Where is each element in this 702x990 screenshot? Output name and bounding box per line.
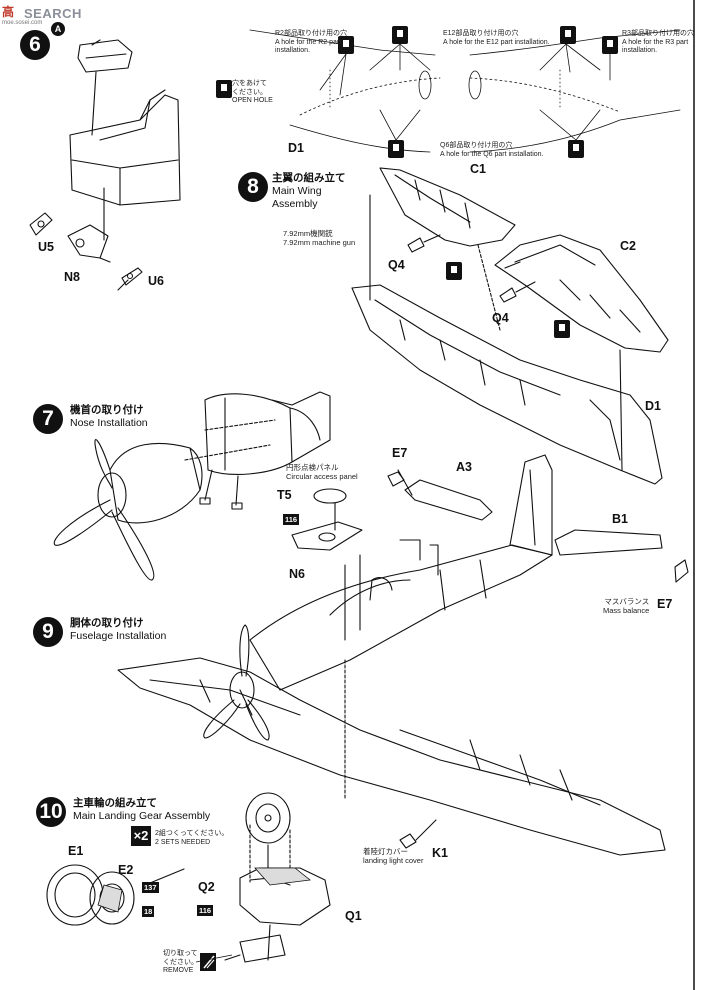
part-c2: C2 (620, 239, 636, 253)
part-c1: C1 (470, 162, 486, 176)
landing-light-en: landing light cover (363, 855, 424, 865)
open-hole-note: 穴をあけて ください。 OPEN HOLE (232, 80, 273, 104)
landing-light-label: 着陸灯カバー landing light cover (363, 847, 424, 865)
r3-hole-note: R3部品取り付け用の穴 A hole for the R3 part insta… (622, 30, 694, 54)
sets-needed-note: 2組つくってください。 2 SETS NEEDED (155, 830, 229, 846)
quantity-badge: ×2 (131, 826, 151, 846)
part-q4-left: Q4 (388, 258, 405, 272)
step6-marker: 6 (20, 30, 50, 60)
step6-cockpit (29, 39, 181, 291)
part-a3: A3 (456, 460, 472, 474)
part-q4-right: Q4 (492, 311, 509, 325)
part-u5: U5 (38, 240, 54, 254)
access-panel-en: Circular access panel (286, 471, 358, 481)
part-k1: K1 (432, 846, 448, 860)
landing-light-jp: 着陸灯カバー (363, 847, 408, 856)
mass-balance-jp: マスバランス (604, 597, 650, 606)
gun-label-jp: 7.92mm機関銃 (283, 229, 333, 238)
paint-callout-116: 116 (197, 905, 214, 916)
mass-balance-label: マスバランス Mass balance (603, 597, 650, 615)
remove-note: 切り取って ください。 REMOVE (163, 950, 198, 974)
r2-hole-note: R2部品取り付け用の穴 A hole for the R2 part insta… (275, 30, 347, 54)
step8-title-en1: Main Wing (272, 185, 322, 197)
watermark-logo: 高 (2, 5, 15, 19)
cut-off-icon (195, 953, 233, 971)
watermark-url: moe.sosei.com (2, 20, 43, 26)
gun-label-en: 7.92mm machine gun (283, 237, 356, 247)
step10-title: 主車輪の組み立て Main Landing Gear Assembly (73, 797, 210, 823)
step10-title-jp: 主車輪の組み立て (73, 797, 157, 809)
step7-title-jp: 機首の取り付け (70, 404, 144, 416)
paint-callout-137: 137 (142, 882, 159, 893)
part-e7-right: E7 (657, 597, 673, 611)
step9-title-jp: 胴体の取り付け (70, 617, 144, 629)
watermark-search: SEARCH (24, 6, 82, 21)
part-e1: E1 (68, 844, 84, 858)
gun-label: 7.92mm機関銃 7.92mm machine gun (283, 229, 356, 247)
step8-wings (351, 167, 669, 485)
part-q1: Q1 (345, 909, 362, 923)
step9-fuselage (117, 454, 689, 856)
part-e2: E2 (118, 863, 134, 877)
step9-title-en: Fuselage Installation (70, 630, 167, 642)
top-part-d1: D1 (288, 141, 304, 155)
step8-title: 主翼の組み立て Main Wing Assembly (272, 172, 346, 211)
step9-marker: 9 (33, 617, 63, 647)
part-n6: N6 (289, 567, 305, 581)
step6-sub-marker: A (51, 22, 65, 36)
top-wing-outline (249, 29, 681, 153)
part-q2: Q2 (198, 880, 215, 894)
access-panel-label: 円形点検パネル Circular access panel (286, 463, 358, 481)
part-u6: U6 (148, 274, 164, 288)
access-panel-jp: 円形点検パネル (286, 463, 339, 472)
step8-marker: 8 (238, 172, 268, 202)
step10-title-en: Main Landing Gear Assembly (73, 810, 211, 822)
step7-marker: 7 (33, 404, 63, 434)
step7-title-en: Nose Installation (70, 417, 148, 429)
mass-balance-en: Mass balance (603, 605, 650, 615)
paint-callout-18: 18 (142, 906, 155, 917)
step8-title-en2: Assembly (272, 198, 318, 210)
part-n8: N8 (64, 270, 80, 284)
step9-title: 胴体の取り付け Fuselage Installation (70, 617, 166, 643)
step8-title-jp: 主翼の組み立て (272, 172, 346, 184)
part-b1: B1 (612, 512, 628, 526)
q6-hole-note: Q6部品取り付け用の穴 A hole for the Q6 part insta… (440, 142, 544, 158)
part-t5: T5 (277, 488, 292, 502)
step10-marker: 10 (36, 797, 66, 827)
paint-callout-icon: 116 (283, 514, 300, 525)
step7-title: 機首の取り付け Nose Installation (70, 404, 148, 430)
step7-nose (53, 391, 331, 581)
part-d1-lower: D1 (645, 399, 661, 413)
e12-hole-note: E12部品取り付け用の穴 A hole for the E12 part ins… (443, 30, 550, 46)
part-e7-top: E7 (392, 446, 408, 460)
